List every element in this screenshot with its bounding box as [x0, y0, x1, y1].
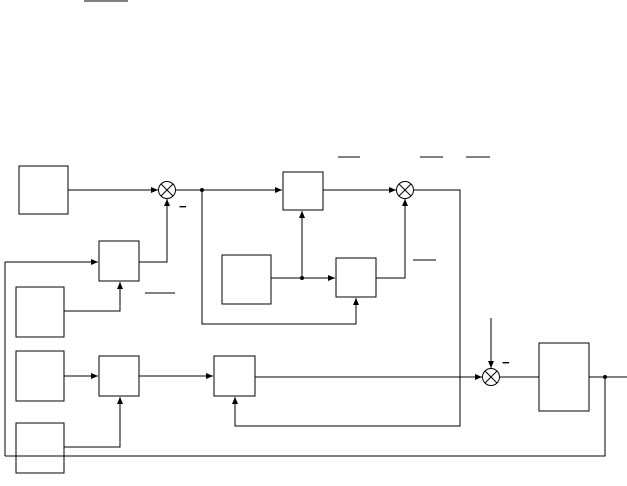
summing-junction-2	[396, 181, 414, 199]
junction-dot	[200, 188, 204, 192]
block-transfer-5	[335, 257, 377, 298]
block-reference-input-1	[18, 165, 69, 215]
block-transfer-1	[98, 240, 140, 282]
minus-sign-sum-1: −	[179, 199, 187, 214]
block-input-4	[15, 422, 65, 474]
block-transfer-2	[98, 355, 140, 397]
fraction-bars	[84, 0, 575, 378]
block-input-2	[15, 286, 65, 338]
summing-junction-1	[158, 181, 176, 199]
block-transfer-4	[282, 171, 324, 211]
junction-dot	[603, 375, 607, 379]
block-plant	[538, 342, 590, 412]
signal-lines	[4, 187, 627, 457]
junction-dot	[300, 276, 304, 280]
block-transfer-3	[213, 355, 256, 397]
block-input-5	[221, 254, 272, 305]
summing-junction-4	[482, 368, 500, 386]
minus-sign-sum-4: −	[502, 355, 510, 370]
block-input-3	[15, 350, 65, 402]
